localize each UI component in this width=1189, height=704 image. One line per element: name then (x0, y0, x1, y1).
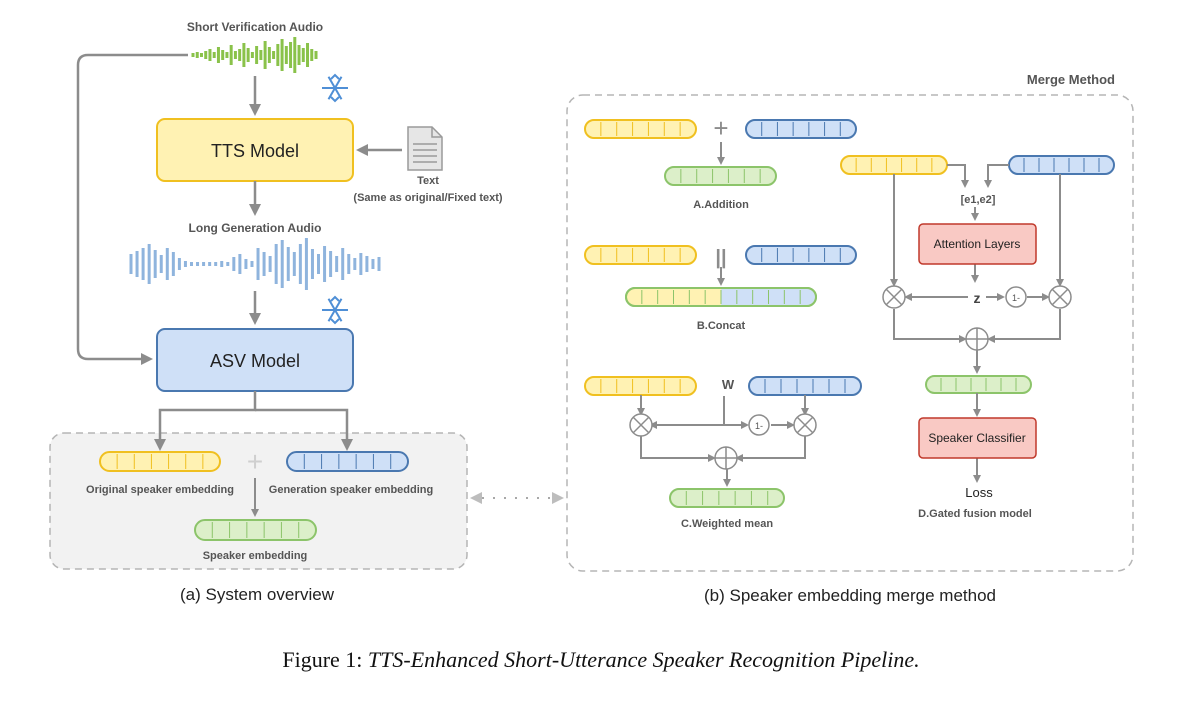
w-label: W (722, 377, 735, 392)
gated-input-yellow (840, 155, 948, 175)
multiply-icon (882, 285, 906, 309)
text-label: Text (417, 175, 439, 187)
speaker-classifier-box (918, 417, 1037, 459)
one-minus-node: 1- (748, 414, 770, 436)
multiply-icon (1048, 285, 1072, 309)
arrow-asv-split-right (255, 408, 353, 451)
plus-symbol: + (247, 446, 263, 477)
attention-layers-label: Attention Layers (934, 237, 1021, 251)
addition-output (664, 166, 777, 186)
sum-icon (714, 446, 738, 470)
sum-icon (965, 327, 989, 351)
arrow-short-audio-to-asv (76, 53, 188, 365)
speaker-embedding-label: Speaker embedding (203, 550, 308, 562)
caption-a: (a) System overview (180, 585, 335, 604)
one-minus-node: 1- (1005, 286, 1027, 308)
connector-arrowhead-right (552, 492, 564, 504)
z-label: z (974, 290, 981, 306)
caption-b: (b) Speaker embedding merge method (704, 586, 996, 605)
addition-input-yellow (584, 119, 697, 139)
speaker-embedding-bar (194, 519, 317, 541)
long-audio-waveform (129, 238, 381, 290)
original-embedding-label: Original speaker embedding (86, 484, 234, 496)
short-audio-waveform (191, 37, 318, 73)
weighted-mean-label: C.Weighted mean (681, 518, 773, 530)
short-audio-label: Short Verification Audio (187, 20, 323, 34)
text-sublabel: (Same as original/Fixed text) (353, 192, 502, 204)
generation-embedding-bar (286, 451, 409, 472)
weighted-input-yellow (584, 376, 697, 396)
generation-embedding-label: Generation speaker embedding (269, 484, 433, 496)
weighted-mean-connections (637, 395, 809, 487)
figure-caption-prefix: Figure 1: (282, 647, 368, 672)
multiply-icon (793, 413, 817, 437)
gated-fusion-label: D.Gated fusion model (918, 508, 1032, 520)
connector-arrowhead-left (470, 492, 482, 504)
attention-layers-box (918, 223, 1037, 265)
weighted-input-blue (748, 376, 862, 396)
one-minus-label: 1- (755, 421, 763, 431)
multiply-icon (629, 413, 653, 437)
addition-label: A.Addition (693, 199, 749, 211)
gated-fusion-connections (890, 164, 1064, 483)
asv-model-label: ASV Model (210, 351, 300, 371)
speaker-classifier-label: Speaker Classifier (928, 431, 1025, 445)
merge-method-title: Merge Method (1027, 72, 1115, 87)
concat-label: B.Concat (697, 320, 746, 332)
gated-fused-embedding (925, 375, 1032, 394)
concat-input-yellow (584, 245, 697, 265)
document-icon (407, 126, 443, 171)
original-embedding-bar (99, 451, 221, 472)
loss-label: Loss (965, 485, 993, 500)
arrow-asv-split (154, 391, 257, 451)
snowflake-icon (322, 295, 348, 325)
weighted-output (669, 488, 785, 508)
snowflake-icon (322, 73, 348, 103)
concat-output (625, 287, 817, 307)
figure-caption: Figure 1: TTS-Enhanced Short-Utterance S… (282, 647, 919, 672)
merge-embeddings (584, 119, 1115, 508)
e1e2-label: [e1,e2] (961, 194, 996, 206)
gated-input-blue (1008, 155, 1115, 175)
addition-plus-symbol: + (713, 113, 728, 143)
concat-input-blue (745, 245, 857, 265)
concat-symbol: || (715, 247, 726, 269)
long-audio-label: Long Generation Audio (189, 221, 322, 235)
one-minus-label: 1- (1012, 293, 1020, 303)
addition-input-blue (745, 119, 857, 139)
tts-model-label: TTS Model (211, 141, 299, 161)
figure-caption-title: TTS-Enhanced Short-Utterance Speaker Rec… (368, 647, 920, 672)
